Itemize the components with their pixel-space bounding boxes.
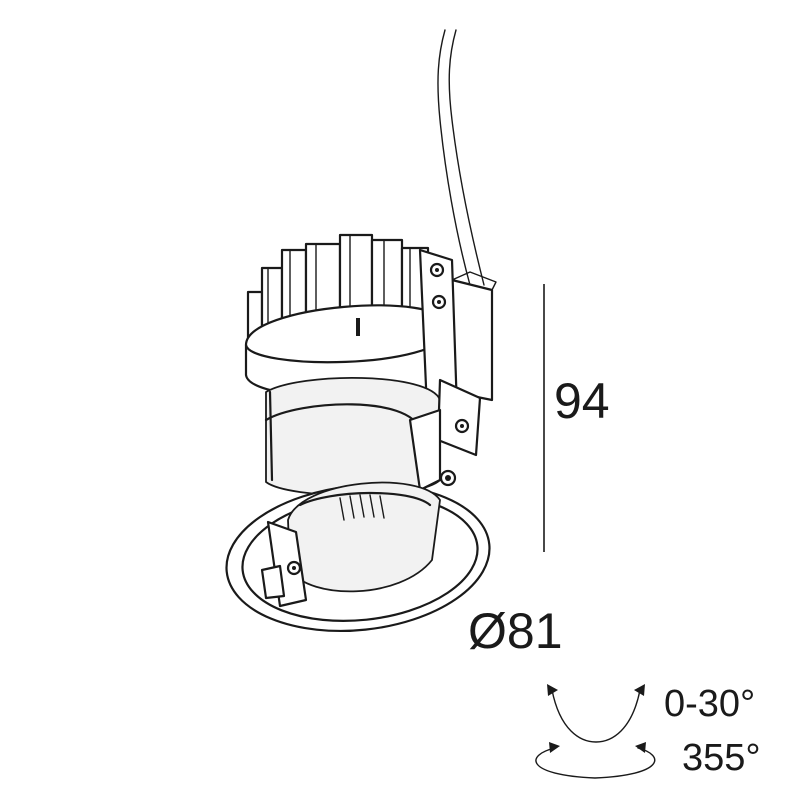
mark-notch bbox=[356, 318, 360, 336]
height-label: 94 bbox=[554, 373, 610, 429]
reflector-thread bbox=[339, 494, 385, 521]
rotation-label: 355° bbox=[682, 737, 761, 779]
reflector bbox=[287, 481, 441, 593]
tilt-label: 0-30° bbox=[664, 683, 755, 725]
power-cable bbox=[437, 29, 485, 286]
connection-block bbox=[450, 271, 497, 402]
rotation-indicator-icon bbox=[535, 742, 656, 779]
spring-clip-left bbox=[260, 520, 308, 608]
diameter-label: Ø81 bbox=[468, 603, 563, 659]
tilt-indicator-icon bbox=[547, 684, 645, 743]
pivot-bracket-right bbox=[408, 378, 482, 492]
